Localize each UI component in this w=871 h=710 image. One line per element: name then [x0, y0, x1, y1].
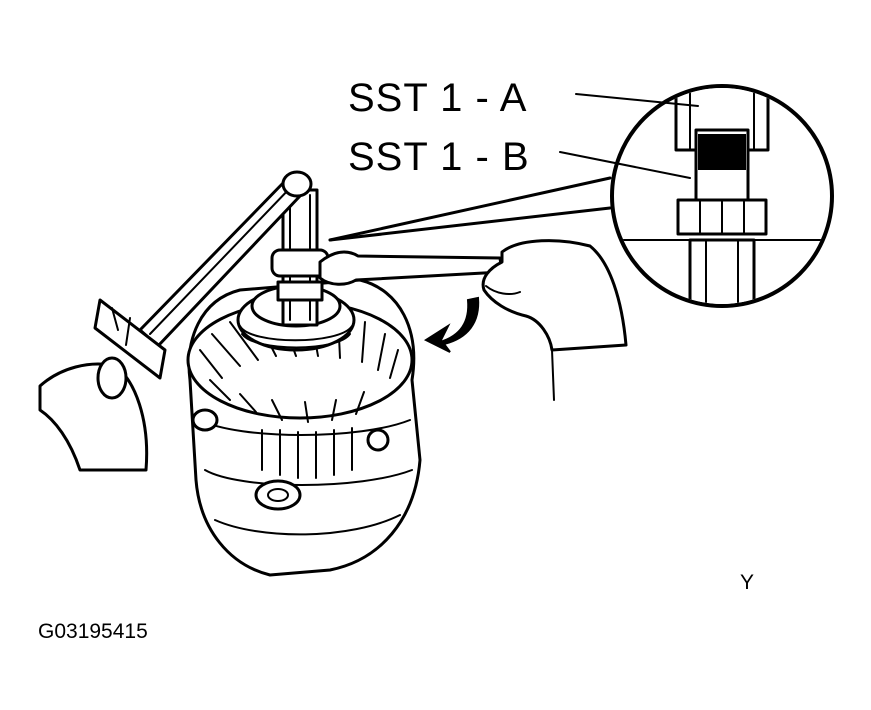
figure-id: G03195415 [38, 620, 148, 643]
wrench [318, 250, 504, 286]
rotation-arrow-icon [423, 296, 480, 353]
left-hand [38, 356, 149, 472]
callout-sst-1-a: SST 1 - A [348, 76, 528, 120]
detail-view [610, 84, 834, 308]
holding-bar [93, 170, 313, 380]
callout-leaders [559, 93, 699, 179]
corner-mark: Y [740, 571, 755, 594]
right-hand [481, 239, 628, 401]
callout-sst-1-b: SST 1 - B [348, 135, 530, 179]
detail-leader [328, 176, 612, 242]
